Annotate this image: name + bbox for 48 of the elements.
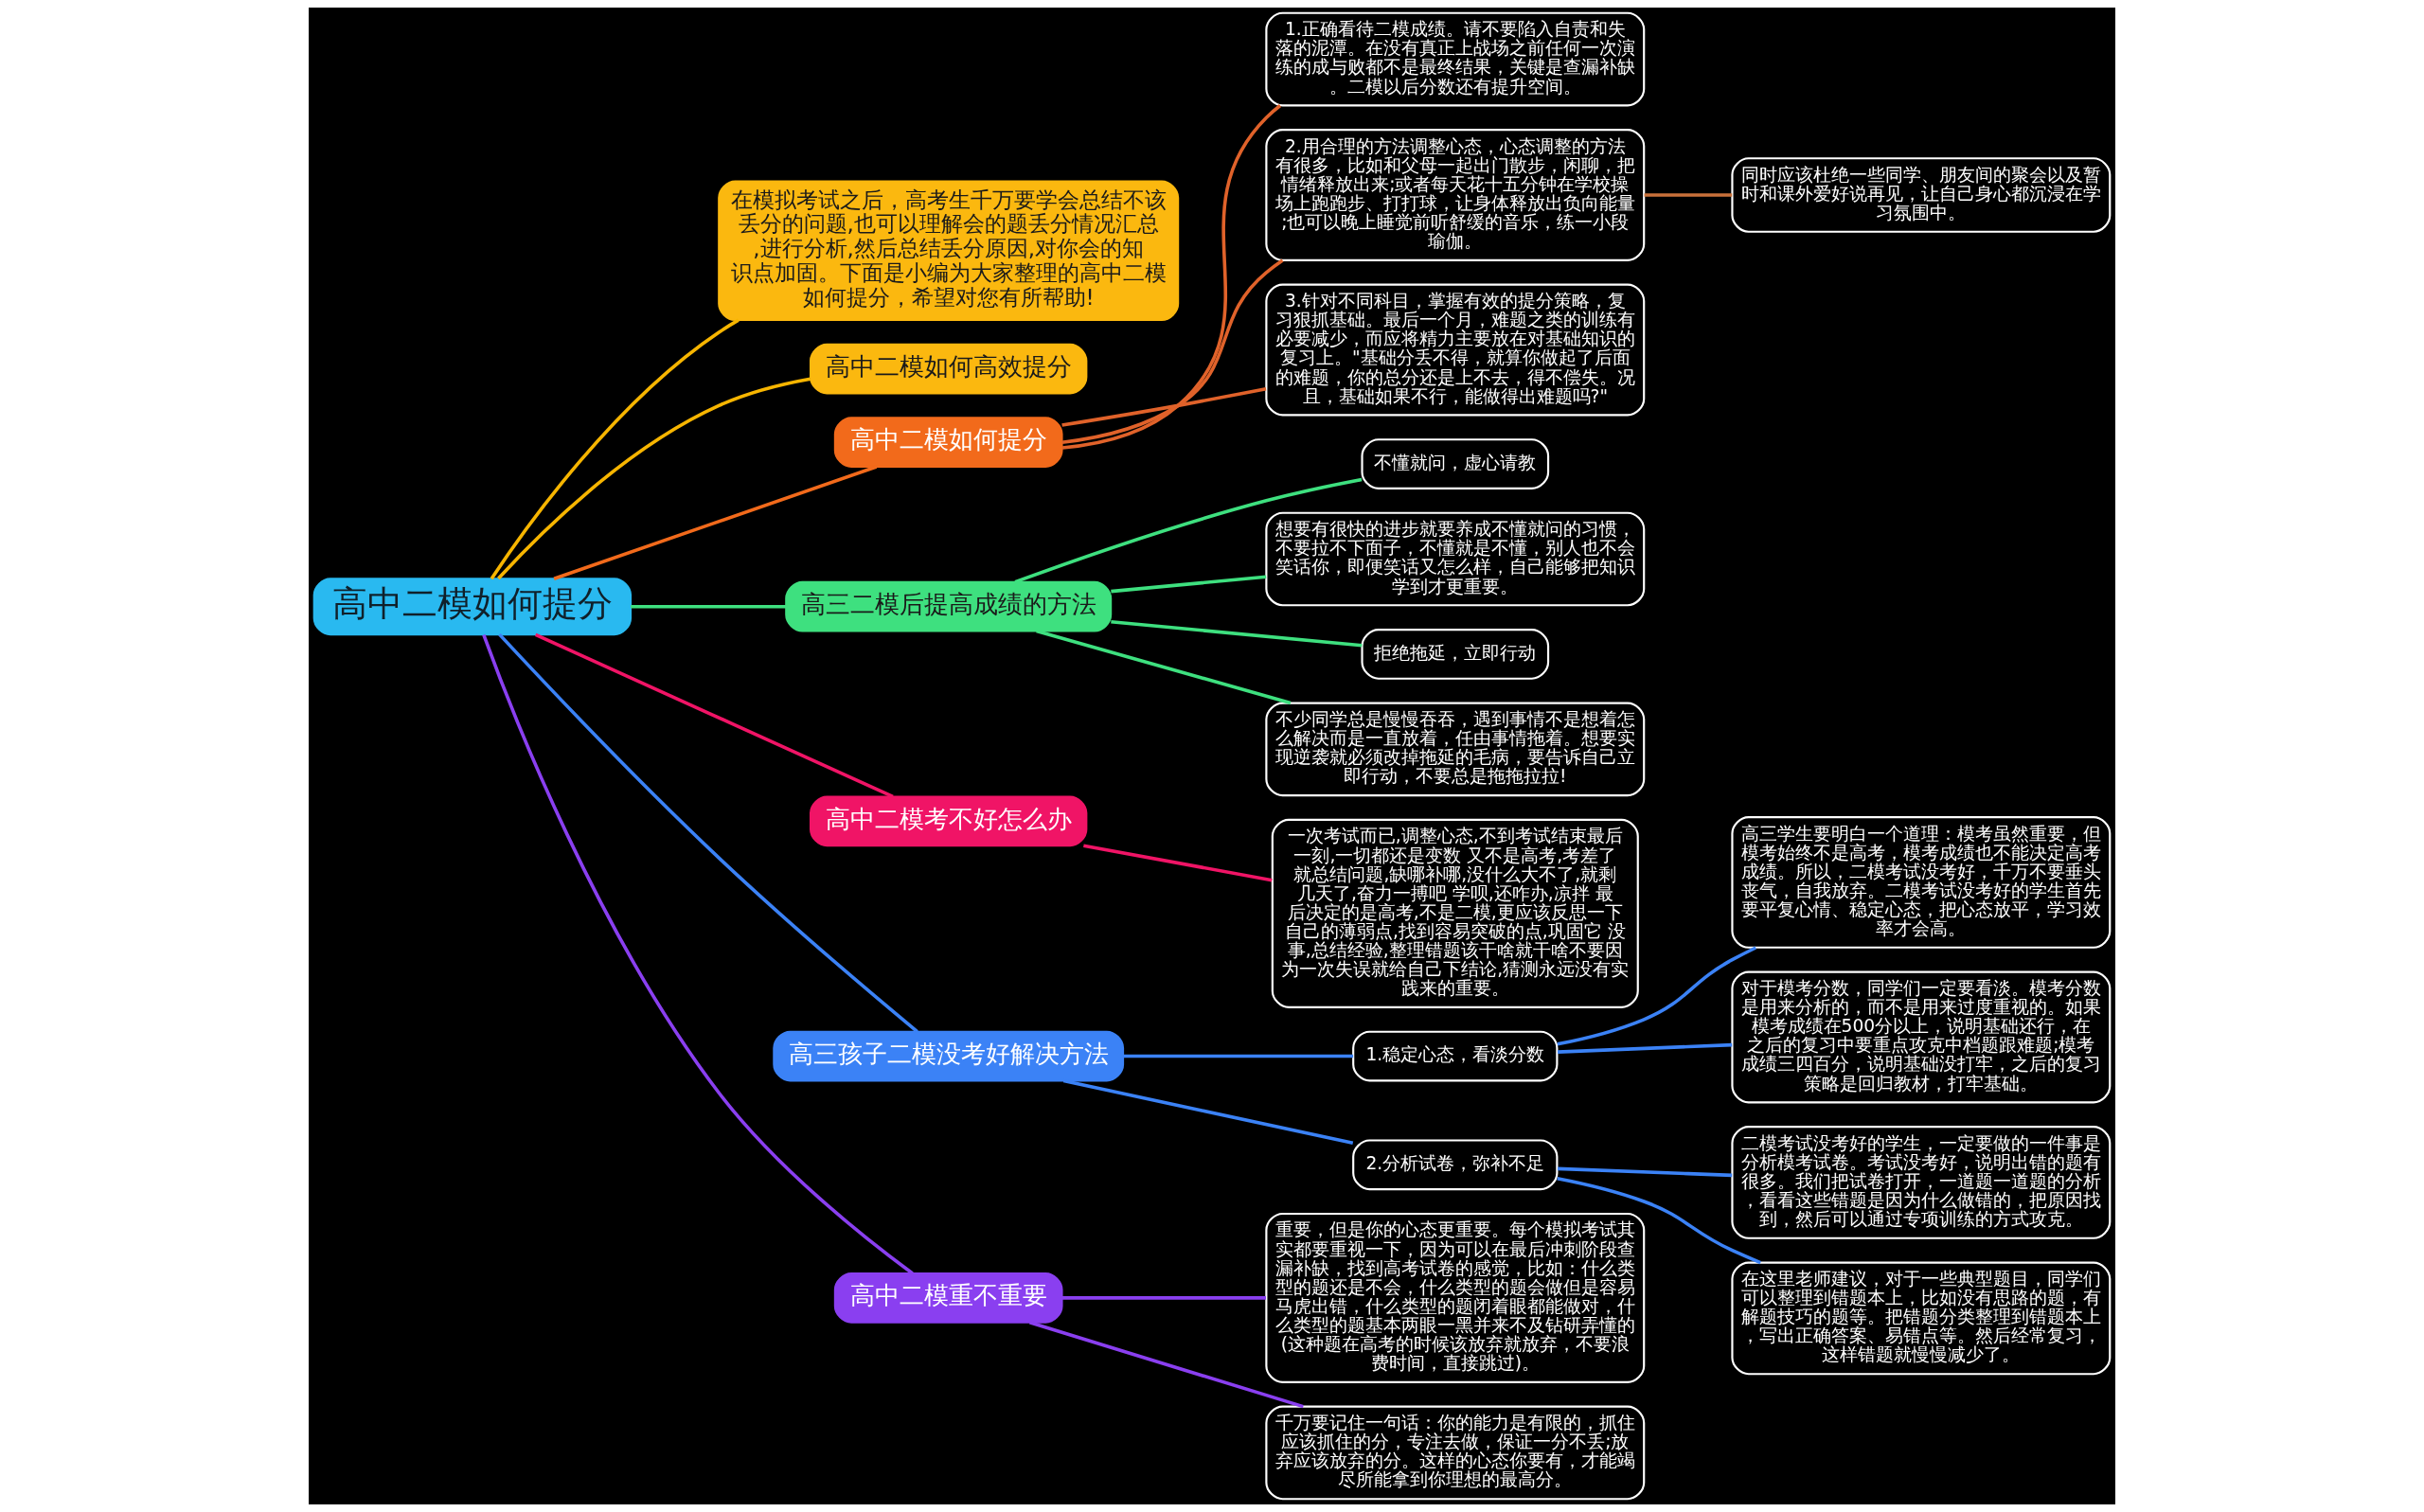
connector [1557,1166,1733,1178]
node-box: 3.针对不同科目，掌握有效的提分策略，复习狠抓基础。最后一个月，难题之类的训练有必要减少，而应将精力主要放在对基础知识的复习上。"基础分丢不得，就算你做起了后面的难题，你的总分还是上不去，得不偿失。况且，基础如果不行，能做得出难题吗?" [1265,283,1646,417]
connector [1061,258,1284,444]
node-box: 同时应该杜绝一些同学、朋友间的聚会以及暂时和课外爱好说再见，让自己身心都沉浸在学习氛围中。 [1731,157,2112,233]
connector [1557,1177,1761,1265]
connector [498,632,918,1033]
connector [1111,575,1267,594]
connector [1557,1042,1733,1054]
node-box: 不懂就问，虚心请教 [1361,438,1550,489]
connector [1083,844,1273,882]
node-box: 1.稳定心态，看淡分数 [1352,1030,1559,1082]
node-box: 一次考试而已,调整心态,不到考试结束最后一刻,一切都还是变数 又不是高考,考差了就总结问题,缺哪补哪,没什么大不了,就剩几天了,奋力一搏吧 学呗,还咋办,凉拌 最后决定的是高考,不是二模,更应该反思一下自己的薄弱点,找到容易突破的点,巩固它 没事,总结经验,整理错题该干啥就干啥不要因为一次失误就给自己下结论,猜测永远没有实践来的重要。 [1271,818,1639,1008]
connector [1111,619,1363,648]
node-box: 在模拟考试之后，高考生千万要学会总结不该丢分的问题,也可以理解会的题丢分情况汇总,进行分析,然后总结丢分原因,对你会的知识点加固。下面是小编为大家整理的高中二模如何提分，希望对您有所帮助! [718,180,1180,322]
node-box: 拒绝拖延，立即行动 [1361,629,1550,680]
node-box: 2.分析试卷，弥补不足 [1352,1139,1559,1191]
connector [553,465,878,580]
connector [1061,104,1282,450]
node-box: 重要，但是你的心态更重要。每个模拟考试其实都要重视一下，因为可以在最后冲刺阶段查漏补缺，找到高考试卷的感觉，比如：什么类型的题还是不会，什么类型的题会做但是容易马虎出错，什么类型的题闭着眼都能做对，什么类型的题基本两眼一黑并来不及钻研弄懂的(这种题在高考的时候该放弃就放弃，不要浪费时间，直接跳过)。 [1265,1212,1646,1383]
connector [1644,193,1733,197]
connector [482,634,914,1275]
node-box: 1.正确看待二模成绩。请不要陷入自责和失落的泥潭。在没有真正上战场之前任何一次演练的成与败都不是最终结果，关键是查漏补缺。二模以后分数还有提升空间。 [1265,11,1646,107]
node-box: 不少同学总是慢慢吞吞，遇到事情不是想着怎么解决而是一直放着，任由事情拖着。想要实现逆袭就必须改掉拖延的毛病，要告诉自己立即行动，不要总是拖拖拉拉! [1265,702,1646,797]
node-box: 高三学生要明白一个道理：模考虽然重要，但模考始终不是高考，模考成绩也不能决定高考成绩。所以，二模考试没考好，千万不要垂头丧气，自我放弃。二模考试没考好的学生首先要平复心情、稳定心态，把心态放平，学习效率才会高。 [1731,816,2112,949]
connector [1061,386,1267,427]
node-box: 想要有很快的进步就要养成不懂就问的习惯，不要拉不下面子，不懂就是不懂，别人也不会笑话你，即便笑话又怎么样，自己能够把知识学到才更重要。 [1265,511,1646,607]
node-box: 高中二模如何提分 [312,578,633,636]
node-box: 高中二模如何高效提分 [810,343,1088,395]
connector [1061,1296,1266,1300]
connector [1036,629,1292,705]
node-box: 高中二模考不好怎么办 [810,795,1088,847]
connector [1014,477,1363,584]
node-box: 高中二模如何提分 [833,417,1063,468]
connector [490,318,740,580]
node-box: 高三孩子二模没考好解决方法 [773,1030,1125,1082]
connector [1123,1054,1354,1058]
connector [1557,946,1756,1046]
node-box: 高三二模后提高成绩的方法 [785,580,1113,632]
connector [497,377,811,580]
connector [1062,1078,1354,1146]
node-box: 在这里老师建议，对于一些典型题目，同学们可以整理到错题本上，比如没有思路的题，有解题技巧的题等。把错题分类整理到错题本上，写出正确答案、易错点等。然后经常复习，这样错题就慢慢减少了。 [1731,1261,2112,1376]
node-box: 高中二模重不重要 [833,1272,1063,1324]
node-box: 对于模考分数，同学们一定要看淡。模考分数是用来分析的，而不是用来过度重视的。如果模考成绩在500分以上，说明基础还行，在之后的复习中要重点攻克中档题跟难题;模考成绩三四百分，说明基础没打牢，之后的复习策略是回归教材，打牢基础。 [1731,970,2112,1104]
node-box: 二模考试没考好的学生，一定要做的一件事是分析模考试卷。考试没考好，说明出错的题有很多。我们把试卷打开，一道题一道题的分析，看看这些错题是因为什么做错的，把原因找到，然后可以通过专项训练的方式攻克。 [1731,1126,2112,1239]
connector [534,632,894,799]
node-box: 千万要记住一句话：你的能力是有限的，抓住应该抓住的分，专注去做，保证一分不丢;放弃应该放弃的分。这样的心态你要有，才能竭尽所能拿到你理想的最高分。 [1265,1405,1646,1501]
node-box: 2.用合理的方法调整心态，心态调整的方法有很多，比如和父母一起出门散步，闲聊，把情绪释放出来;或者每天花十五分钟在学校操场上跑跑步、打打球，让身体释放出负向能量;也可以晚上睡觉前听舒缓的音乐，练一小段瑜伽。 [1265,129,1646,261]
connector [631,604,787,609]
